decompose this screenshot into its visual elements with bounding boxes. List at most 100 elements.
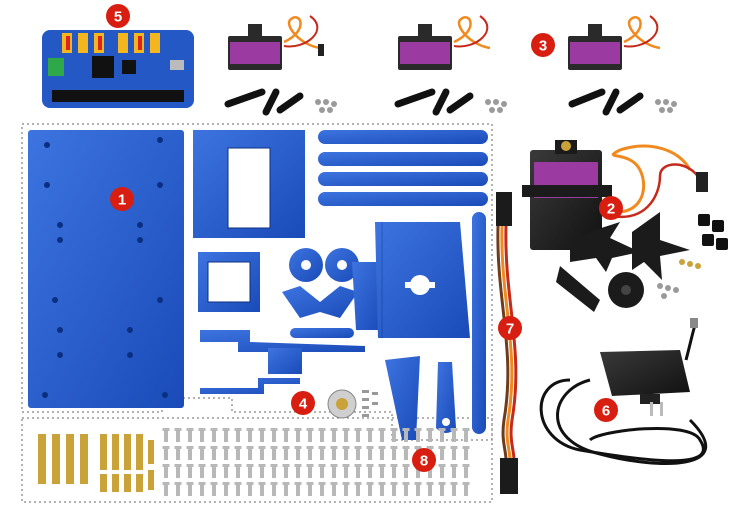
screw (344, 430, 348, 442)
screw-head (282, 428, 290, 431)
screw-head (174, 428, 182, 431)
screw-head (414, 482, 422, 485)
screw (356, 484, 360, 496)
screw (404, 448, 408, 460)
screws-icon (38, 428, 470, 496)
screw (260, 466, 264, 478)
screw-head (258, 446, 266, 449)
screw (296, 466, 300, 478)
screw (176, 430, 180, 442)
screw (344, 466, 348, 478)
screw (320, 430, 324, 442)
screw (368, 466, 372, 478)
marker-1-bg (110, 187, 134, 211)
screw (212, 484, 216, 496)
screw (164, 448, 168, 460)
screw (188, 484, 192, 496)
screw-head (366, 428, 374, 431)
screw (464, 448, 468, 460)
screw (368, 448, 372, 460)
plates-icon (28, 130, 488, 440)
screw (260, 484, 264, 496)
screw-head (390, 464, 398, 467)
screw-head (174, 464, 182, 467)
screw-head (162, 428, 170, 431)
screw (428, 466, 432, 478)
screw (236, 430, 240, 442)
screw (272, 448, 276, 460)
screw (248, 466, 252, 478)
screw (164, 484, 168, 496)
screw-head (210, 482, 218, 485)
screw-head (246, 482, 254, 485)
screw-head (222, 428, 230, 431)
screw (356, 430, 360, 442)
screw-head (258, 428, 266, 431)
screw (188, 466, 192, 478)
screw-head (318, 482, 326, 485)
screw-head (414, 428, 422, 431)
power-adapter-icon (539, 318, 708, 465)
screw-head (342, 428, 350, 431)
screw-head (186, 482, 194, 485)
screw-head (426, 446, 434, 449)
marker-8-bg (412, 448, 436, 472)
screw-head (234, 482, 242, 485)
screw-head (402, 446, 410, 449)
screw-head (186, 446, 194, 449)
screw-head (222, 464, 230, 467)
screw-head (306, 428, 314, 431)
screw-head (318, 428, 326, 431)
screw-head (378, 428, 386, 431)
screw (452, 430, 456, 442)
screw (248, 448, 252, 460)
screw (332, 484, 336, 496)
screw (380, 484, 384, 496)
screw-head (402, 428, 410, 431)
screw (344, 484, 348, 496)
screw (296, 448, 300, 460)
screw-head (438, 446, 446, 449)
screw (416, 466, 420, 478)
screw-head (198, 428, 206, 431)
screw-head (366, 464, 374, 467)
screw (380, 448, 384, 460)
marker-4: 4 (299, 396, 308, 413)
screw (452, 484, 456, 496)
screw-head (402, 464, 410, 467)
screw (212, 448, 216, 460)
screw (368, 430, 372, 442)
screw (272, 466, 276, 478)
screw (392, 448, 396, 460)
screw (440, 484, 444, 496)
screw-head (270, 446, 278, 449)
screw-head (210, 428, 218, 431)
screw-head (462, 464, 470, 467)
screw (164, 430, 168, 442)
screw-head (438, 482, 446, 485)
screw-head (174, 482, 182, 485)
driver-board-icon (42, 30, 194, 108)
screw (320, 448, 324, 460)
screw (212, 430, 216, 442)
screw (404, 430, 408, 442)
callout-markers: 1 2 3 4 5 6 7 8 (106, 4, 623, 472)
screw (452, 466, 456, 478)
screw-head (162, 446, 170, 449)
screw (224, 484, 228, 496)
screw-head (426, 428, 434, 431)
screw-head (234, 464, 242, 467)
screw-head (294, 464, 302, 467)
screw-head (198, 464, 206, 467)
screw-head (462, 446, 470, 449)
screw-head (186, 464, 194, 467)
screw-head (258, 464, 266, 467)
screw (380, 466, 384, 478)
screw (368, 484, 372, 496)
marker-8: 8 (420, 453, 428, 470)
marker-3: 3 (539, 38, 547, 55)
screw (260, 448, 264, 460)
marker-2-bg (599, 196, 623, 220)
screw (164, 466, 168, 478)
screw-head (222, 446, 230, 449)
